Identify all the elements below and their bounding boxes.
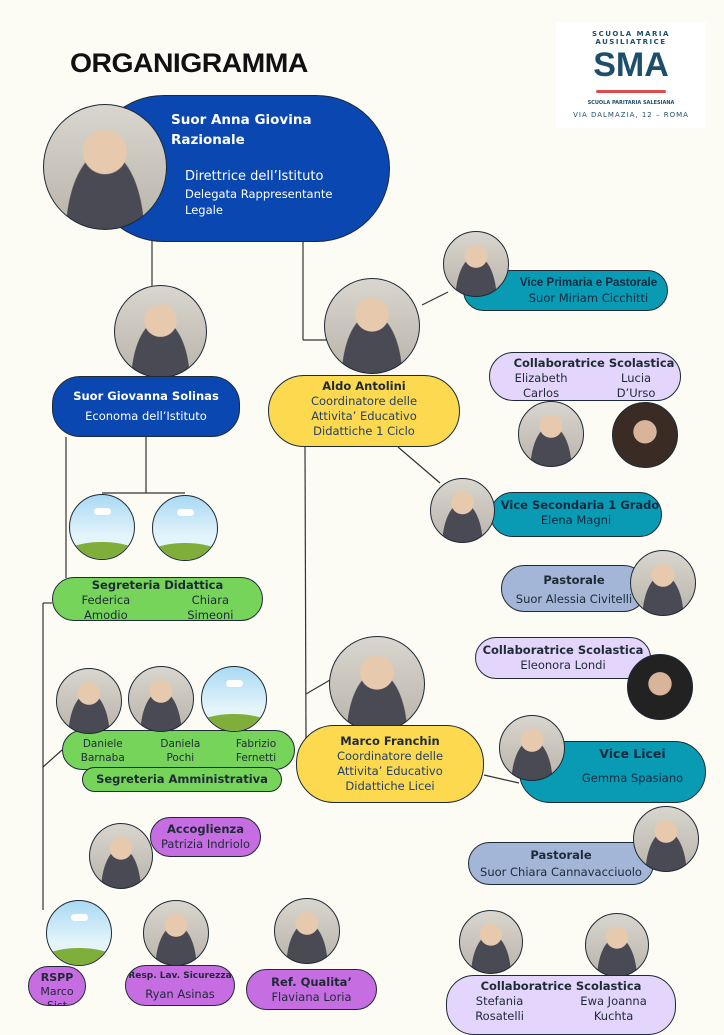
coord1-name: Aldo Antolini [322,379,406,393]
logo-book-icon [596,90,666,93]
sicurezza-name: Ryan Asinas [145,987,215,1001]
collab2-name: Eleonora Londi [520,658,606,672]
collab1-title: Collaboratrice Scolastica [513,356,675,370]
vice-primaria-title: Vice Primaria e Pastorale [519,277,658,289]
economa-node: Suor Giovanna Solinas Economa dell’Istit… [52,376,240,437]
logo-address: VIA DALMAZIA, 12 – ROMA [573,111,689,119]
vice-primaria-photo [443,231,509,297]
pastorale1-name: Suor Alessia Civitelli [515,592,633,606]
sicurezza-title: Resp. Lav. Sicurezza [128,971,232,981]
coord2-photo [329,636,425,732]
segr-didattica-placeholder-2 [152,495,218,561]
segr-didattica-placeholder-1 [69,494,135,560]
page-title: ORGANIGRAMMA [70,48,308,78]
rspp-title: RSPP [40,971,74,984]
coord2-role: Coordinatore delle Attivita’ Educativo D… [336,749,444,793]
coord2-node: Marco Franchin Coordinatore delle Attivi… [296,725,484,803]
direttrice-role: Direttrice dell’Istituto [185,169,324,184]
qualita-name: Flaviana Loria [271,990,352,1004]
vice-licei-photo [499,715,565,781]
logo-arc-text: SCUOLA MARIA AUSILIATRICE [592,30,670,46]
qualita-node: Ref. Qualita’ Flaviana Loria [246,969,377,1010]
economa-name: Suor Giovanna Solinas [73,389,219,403]
coord1-photo [324,278,420,374]
school-logo: SCUOLA MARIA AUSILIATRICE SMA SCUOLA PAR… [556,22,706,128]
coord1-role: Coordinatore delle Attivita’ Educativo D… [310,394,418,438]
rspp-node: RSPP Marco Sist [28,966,86,1006]
accoglienza-photo [89,823,153,889]
vice-licei-title: Vice Licei [599,746,666,761]
sicurezza-photo [143,900,209,966]
segr-amm-title: Segreteria Amministrativa [96,772,268,786]
pastorale1-node: Pastorale Suor Alessia Civitelli [501,565,647,612]
vice-licei-name: Gemma Spasiano [581,771,684,785]
vice-secondaria-title: Vice Secondaria 1 Grado [500,498,660,512]
qualita-title: Ref. Qualita’ [271,975,352,989]
segr-amm-placeholder-3 [201,666,267,732]
collab3-title: Collaboratrice Scolastica [480,979,642,993]
economa-photo [114,285,207,378]
accoglienza-node: Accoglienza Patrizia Indriolo [150,817,261,857]
collab3-photo-2 [585,913,649,977]
pastorale2-photo [633,806,699,872]
collab2-photo [627,654,693,720]
segr-amm-title-pill: Segreteria Amministrativa [82,767,282,792]
segr-didattica-title: Segreteria Didattica [91,578,224,592]
rspp-placeholder [46,900,112,966]
coord1-node: Aldo Antolini Coordinatore delle Attivit… [268,375,460,447]
vice-secondaria-photo [430,478,495,543]
direttrice-photo [43,104,167,230]
vice-secondaria-name: Elena Magni [540,513,612,527]
logo-subtitle: SCUOLA PARITARIA SALESIANA [587,100,675,106]
qualita-photo [274,898,340,964]
pastorale1-photo [630,550,696,616]
pastorale2-node: Pastorale Suor Chiara Cannavacciuolo [468,842,654,885]
pastorale1-title: Pastorale [543,573,605,587]
vice-primaria-name: Suor Miriam Cicchitti [528,291,649,305]
pastorale2-name: Suor Chiara Cannavacciuolo [480,865,642,879]
sicurezza-node: Resp. Lav. Sicurezza Ryan Asinas [125,965,235,1006]
direttrice-name: Suor Anna Giovina Razionale [171,112,312,148]
accoglienza-name: Patrizia Indriolo [160,837,250,851]
direttrice-role-2: Delegata Rappresentante Legale [185,187,333,217]
coord2-name: Marco Franchin [340,734,440,748]
collab2-node: Collaboratrice Scolastica Eleonora Londi [475,637,651,679]
collab1-photo-2 [612,402,678,468]
rspp-name: Marco Sist [40,985,74,1006]
segr-amm-photo-1 [56,668,122,734]
logo-mark: SMA [593,46,669,84]
vice-secondaria-node: Vice Secondaria 1 Grado Elena Magni [490,492,662,537]
pastorale2-title: Pastorale [530,848,592,862]
collab3-photo-1 [459,910,523,974]
collab2-title: Collaboratrice Scolastica [482,643,644,657]
economa-role: Economa dell’Istituto [85,409,207,423]
segr-amm-photo-2 [128,666,194,732]
collab1-photo-1 [518,401,584,467]
accoglienza-title: Accoglienza [167,822,244,836]
